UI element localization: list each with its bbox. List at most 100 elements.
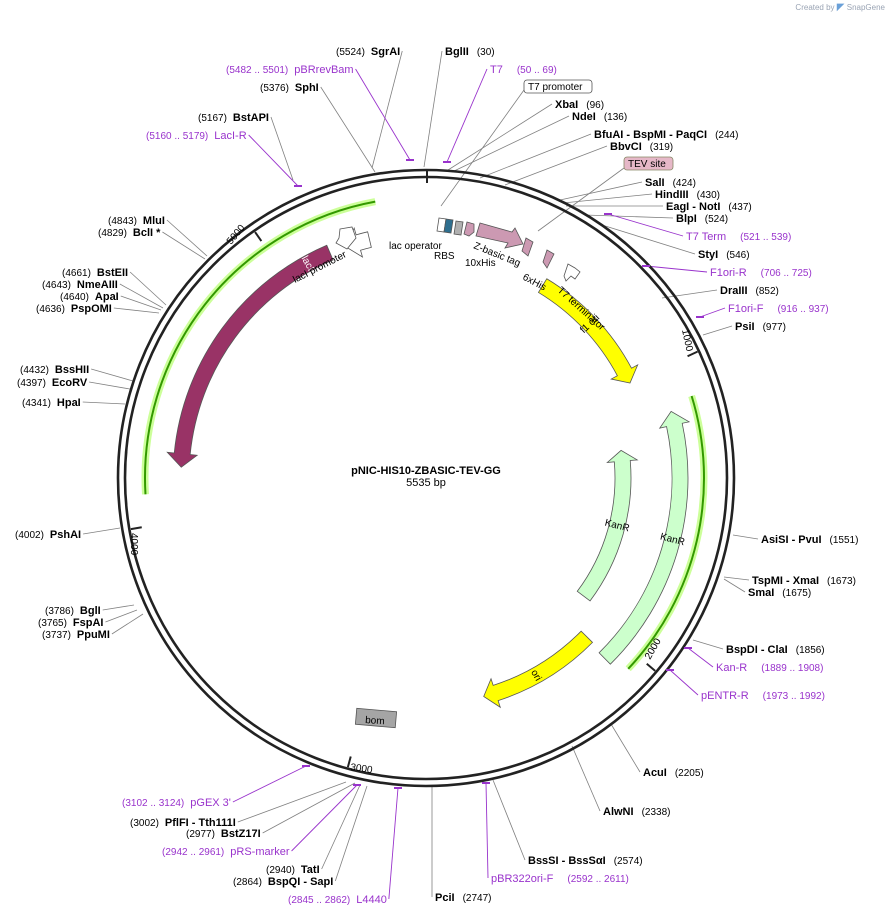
site-leader-line bbox=[89, 381, 131, 390]
feature-lac-operator-label: lac operator bbox=[389, 241, 442, 252]
site-position: (977) bbox=[763, 322, 786, 333]
restriction-site-smai: SmaI(1675) bbox=[748, 587, 811, 599]
site-name: TspMI - XmaI bbox=[752, 575, 819, 587]
restriction-site-pcii: PciI (2747) bbox=[435, 892, 491, 904]
site-position: (319) bbox=[650, 142, 673, 153]
site-position: (4843) bbox=[108, 216, 137, 227]
primer-name: pBR322ori-F bbox=[491, 873, 554, 885]
site-position: (2574) bbox=[614, 856, 643, 867]
site-position: (4002) bbox=[15, 530, 44, 541]
feature-kanr-outer-arrow bbox=[598, 410, 691, 665]
site-leader-line bbox=[492, 779, 526, 861]
site-position: (3737) bbox=[42, 630, 71, 641]
site-position: (1673) bbox=[827, 576, 856, 587]
primer-name: pENTR-R bbox=[701, 690, 749, 702]
ring-tick-label: 1000 bbox=[679, 328, 694, 352]
restriction-site-bfuai-bspmi-paqci: BfuAI - BspMI - PaqCI(244) bbox=[594, 129, 738, 141]
feature-t7-terminator-arrow bbox=[563, 263, 581, 282]
feature-box-t7-promoter-label: T7 promoter bbox=[528, 82, 583, 93]
feature-10xhis-arrow bbox=[463, 221, 475, 237]
primer-range: (1889 .. 1908) bbox=[761, 663, 823, 674]
primer-laci-r: (5160 .. 5179)LacI-R bbox=[146, 130, 247, 142]
site-position: (2977) bbox=[186, 829, 215, 840]
site-position: (4341) bbox=[22, 398, 51, 409]
site-position: (30) bbox=[477, 47, 495, 58]
restriction-site-apai: (4640)ApaI bbox=[60, 291, 119, 303]
primer-leader-line bbox=[248, 134, 299, 187]
ring-tick-label: 4000 bbox=[128, 533, 139, 556]
primer-name: L4440 bbox=[356, 894, 387, 906]
site-leader-line bbox=[91, 368, 134, 382]
site-name: HindIII bbox=[655, 189, 689, 201]
site-name: StyI bbox=[698, 249, 718, 261]
primer-range: (2845 .. 2862) bbox=[288, 895, 350, 906]
primer-l4440: (2845 .. 2862) L4440 bbox=[288, 894, 387, 906]
primer-pgex-3: (3102 .. 3124)pGEX 3' bbox=[122, 797, 231, 809]
primer-leader-line bbox=[699, 307, 726, 318]
restriction-site-bstz17i: (2977) BstZ17I bbox=[186, 828, 261, 840]
site-name: PpuMI bbox=[77, 629, 110, 641]
site-name: BbvCI bbox=[610, 141, 642, 153]
site-name: PflFI - Tth111I bbox=[165, 817, 236, 829]
site-name: AlwNI bbox=[603, 806, 634, 818]
site-leader-line bbox=[732, 534, 759, 540]
site-leader-line bbox=[559, 181, 643, 201]
site-name: NdeI bbox=[572, 111, 596, 123]
site-name: PciI bbox=[435, 892, 455, 904]
site-name: SgrAI bbox=[371, 46, 400, 58]
primer-leader-line bbox=[485, 782, 489, 879]
restriction-site-ecorv: (4397) EcoRV bbox=[17, 377, 88, 389]
ring-tick-label: 2000 bbox=[643, 636, 664, 661]
leader-lines bbox=[82, 50, 759, 900]
box-leader-line bbox=[440, 89, 525, 207]
site-leader-line bbox=[129, 271, 167, 306]
site-position: (524) bbox=[705, 214, 728, 225]
primer-range: (50 .. 69) bbox=[517, 65, 557, 76]
primer-marks bbox=[294, 159, 704, 789]
site-position: (5376) bbox=[260, 83, 289, 94]
feature-z-basic-tag-arrow bbox=[475, 222, 524, 249]
site-position: (2747) bbox=[463, 893, 492, 904]
site-position: (5167) bbox=[198, 113, 227, 124]
restriction-site-bspdi-clai: BspDI - ClaI(1856) bbox=[726, 644, 825, 656]
site-name: EcoRV bbox=[52, 377, 88, 389]
feature-box-tev-site-frame bbox=[623, 156, 674, 171]
restriction-site-draiii: DraIII(852) bbox=[720, 285, 779, 297]
feature-bom-box bbox=[354, 707, 398, 729]
site-position: (4636) bbox=[36, 304, 65, 315]
site-name: AcuI bbox=[643, 767, 667, 779]
site-leader-line bbox=[692, 639, 724, 650]
restriction-site-pflfi-tth111i: (3002) PflFI - Tth111I bbox=[130, 817, 236, 829]
site-position: (3002) bbox=[130, 818, 159, 829]
site-name: MluI bbox=[143, 215, 165, 227]
ring-tick-mark bbox=[646, 662, 656, 672]
site-position: (2940) bbox=[266, 865, 295, 876]
site-leader-line bbox=[447, 103, 553, 171]
restriction-site-tati: (2940)TatI bbox=[266, 864, 320, 876]
site-position: (1551) bbox=[830, 535, 859, 546]
restriction-site-pspomi: (4636)PspOMI bbox=[36, 303, 112, 315]
site-leader-line bbox=[102, 604, 135, 611]
primer-name: F1ori-F bbox=[728, 303, 764, 315]
site-name: PshAI bbox=[50, 529, 81, 541]
site-name: BstZ17I bbox=[221, 828, 261, 840]
site-name: BlpI bbox=[676, 213, 697, 225]
feature-rbs-label: RBS bbox=[434, 251, 455, 262]
primer-t7: T7(50 .. 69) bbox=[490, 64, 557, 76]
orf-highlights bbox=[141, 198, 708, 672]
restriction-site-sgrai: (5524)SgrAI bbox=[336, 46, 400, 58]
primer-f1ori-r: F1ori-R(706 .. 725) bbox=[710, 267, 812, 279]
restriction-site-asisi-pvui: AsiSI - PvuI(1551) bbox=[761, 534, 858, 546]
site-position: (136) bbox=[604, 112, 627, 123]
site-position: (4643) bbox=[42, 280, 71, 291]
plasmid-name: pNIC-HIS10-ZBASIC-TEV-GG bbox=[351, 465, 501, 477]
site-position: (437) bbox=[728, 202, 751, 213]
restriction-site-eagi-noti: EagI - NotI(437) bbox=[666, 201, 752, 213]
primer-range: (1973 .. 1992) bbox=[763, 691, 825, 702]
site-position: (3765) bbox=[38, 618, 67, 629]
primer-leader-line bbox=[291, 784, 358, 852]
site-position: (4397) bbox=[17, 378, 46, 389]
restriction-site-sali: SalI(424) bbox=[645, 177, 696, 189]
snapgene-logo-icon: ◤ bbox=[836, 2, 845, 13]
